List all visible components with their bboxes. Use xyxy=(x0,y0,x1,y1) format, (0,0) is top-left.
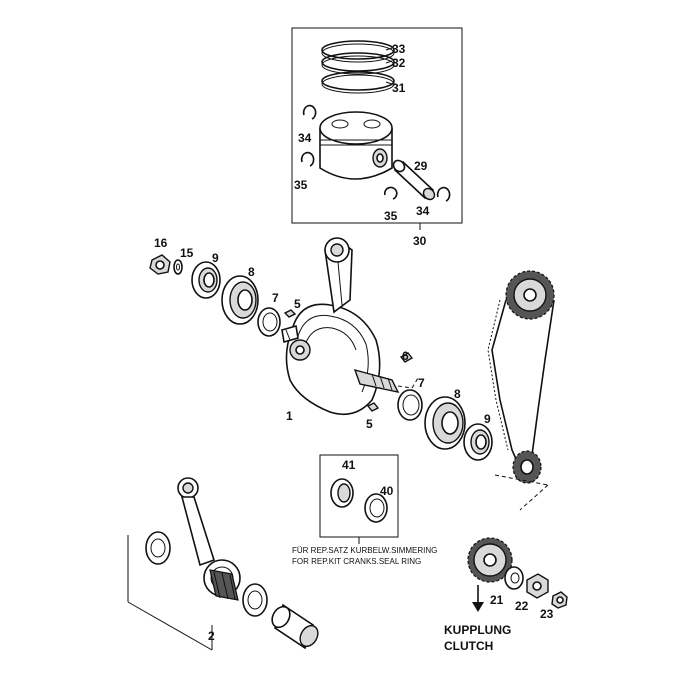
gear-21 xyxy=(467,537,513,583)
connecting-rod-upper xyxy=(324,237,353,314)
label-7-right: 7 xyxy=(418,376,425,390)
clutch-label-en: CLUTCH xyxy=(444,639,493,653)
label-33: 33 xyxy=(392,42,406,56)
note-line-en: FOR REP.KIT CRANKS.SEAL RING xyxy=(292,557,421,566)
connecting-rod-2 xyxy=(177,477,241,597)
needle-bearing xyxy=(209,569,239,601)
label-41: 41 xyxy=(342,458,356,472)
label-16: 16 xyxy=(154,236,168,250)
key-5-top xyxy=(283,309,297,318)
washer-22 xyxy=(504,566,524,590)
clutch-arrow xyxy=(472,585,484,612)
bearing-8-left xyxy=(221,275,259,325)
crank-pin xyxy=(271,603,319,650)
piston-pin xyxy=(392,159,436,201)
clutch-label-de: KUPPLUNG xyxy=(444,623,511,637)
label-1: 1 xyxy=(286,409,293,423)
nut-16 xyxy=(149,254,171,275)
label-15: 15 xyxy=(180,246,194,260)
seal-41 xyxy=(330,478,354,508)
label-5-bottom: 5 xyxy=(366,417,373,431)
label-29: 29 xyxy=(414,159,428,173)
piston-rings xyxy=(321,40,395,94)
label-30: 30 xyxy=(413,234,427,248)
seal-40 xyxy=(364,493,388,523)
label-32: 32 xyxy=(392,56,406,70)
shim-7-right xyxy=(397,389,423,421)
piston-kit-box xyxy=(291,27,463,230)
piston xyxy=(319,111,393,180)
seal-kit-box xyxy=(319,454,399,544)
label-8-right: 8 xyxy=(454,387,461,401)
label-21: 21 xyxy=(490,593,504,607)
label-23: 23 xyxy=(540,607,554,621)
thrust-washer-left xyxy=(145,531,171,565)
label-35-bottom: 35 xyxy=(384,209,398,223)
seal-ring-9-right xyxy=(463,423,493,461)
label-8-left: 8 xyxy=(248,265,255,279)
bearing-8-right xyxy=(424,396,466,450)
timing-chain xyxy=(487,270,555,511)
key-6 xyxy=(399,352,414,363)
conrod-kit-bracket xyxy=(127,535,213,651)
crankshaft xyxy=(281,303,419,416)
shim-7-left xyxy=(257,307,281,337)
label-31: 31 xyxy=(392,81,406,95)
label-22: 22 xyxy=(515,599,529,613)
key-5-bottom xyxy=(366,402,380,412)
nut-23 xyxy=(551,591,568,609)
label-9-left: 9 xyxy=(212,251,219,265)
washer-15 xyxy=(173,259,183,275)
label-34-right: 34 xyxy=(416,204,430,218)
label-5-top: 5 xyxy=(294,297,301,311)
label-34-top: 34 xyxy=(298,131,312,145)
label-2: 2 xyxy=(208,629,215,643)
thrust-washer-right xyxy=(242,583,268,617)
nut-22 xyxy=(526,573,549,599)
label-40: 40 xyxy=(380,484,394,498)
label-7-left: 7 xyxy=(272,291,279,305)
label-35-left: 35 xyxy=(294,178,308,192)
circlips-34-35 xyxy=(300,104,451,202)
label-9-right: 9 xyxy=(484,412,491,426)
note-line-de: FÜR REP.SATZ KURBELW.SIMMERING xyxy=(292,546,437,555)
seal-ring-9-left xyxy=(191,261,221,299)
label-6: 6 xyxy=(402,349,409,363)
